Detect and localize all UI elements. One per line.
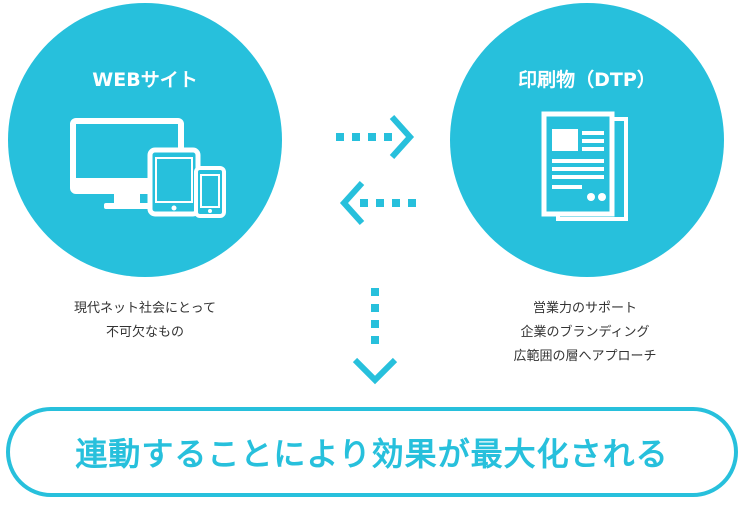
result-text: 連動することにより効果が最大化される (75, 435, 669, 473)
web-desc-line: 現代ネット社会にとって (74, 301, 216, 316)
arrow-right-icon (336, 114, 415, 160)
document-icon (541, 111, 628, 221)
print-circle: 印刷物（DTP） (450, 3, 724, 277)
print-description: 営業力のサポート 企業のブランディング 広範囲の層へアプローチ (460, 297, 710, 369)
web-description: 現代ネット社会にとって 不可欠なもの (20, 297, 270, 345)
result-box: 連動することにより効果が最大化される (6, 407, 738, 497)
arrow-left-icon (339, 180, 416, 226)
web-desc-line: 不可欠なもの (105, 325, 184, 340)
print-desc-line: 企業のブランディング (520, 325, 650, 340)
print-desc-line: 営業力のサポート (532, 301, 637, 316)
web-circle: WEBサイト (8, 3, 282, 277)
print-desc-line: 広範囲の層へアプローチ (513, 349, 657, 364)
web-title: WEBサイト (92, 69, 198, 91)
print-title: 印刷物（DTP） (518, 69, 656, 91)
arrow-down-icon (352, 288, 398, 385)
devices-icon (70, 118, 226, 218)
